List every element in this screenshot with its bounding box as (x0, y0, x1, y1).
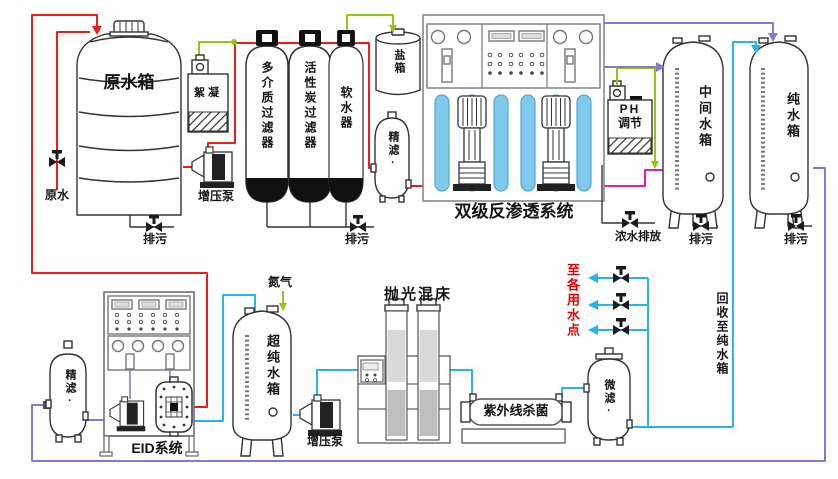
arrow-ph-to-pipe (651, 161, 659, 169)
use-point-valve-1 (613, 266, 629, 283)
label-concentrate-discharge: 浓水排放 (615, 231, 661, 243)
eid-flowmeter-icon (125, 353, 135, 370)
label-recycle-to-pure-tank: 回收至纯水箱 (715, 292, 729, 376)
arrow-nitrogen (279, 303, 287, 311)
dosing-pump-icon (195, 62, 205, 72)
pipe-mixed-bed-to-uv (450, 369, 473, 398)
arrow-into-raw-tank (92, 26, 102, 35)
label-micro-filter: 微滤· (603, 379, 615, 419)
label-to-use-points: 至各用水点 (565, 263, 580, 338)
micro-filter-vessel (583, 347, 633, 446)
arrow-use-point-2 (588, 300, 598, 310)
label-ph-line2: 调节 (617, 116, 642, 130)
label-raw-water: 原水 (44, 188, 69, 202)
intermediate-tank-vessel (662, 35, 724, 229)
salt-tank-vessel (375, 28, 421, 96)
ro-gauge-icon (430, 29, 446, 45)
pipe-ro-stage2-product (604, 22, 774, 35)
pipes-under (31, 14, 826, 462)
label-ultrapure-tank: 超纯水箱 (265, 334, 280, 398)
ro-gauge-icon (552, 29, 568, 45)
ro-indicator-lights (487, 52, 545, 75)
label-ro-system: 双级反渗透系统 (454, 202, 574, 221)
junction-dot-flocculant (231, 39, 237, 45)
eid-gauge-icon (171, 339, 185, 353)
uv-sterilizer-unit (460, 393, 572, 444)
eid-indicator-lights (114, 312, 180, 331)
concentrate-valve (622, 211, 638, 228)
label-pure-tank: 纯水箱 (785, 92, 800, 140)
mixed-bed-column-1 (384, 298, 409, 441)
pipe-pure-tank-to-fine-filter-loop (31, 167, 826, 462)
pipe-pump-to-filter (207, 42, 252, 151)
flocculant-dosing-unit (187, 54, 229, 133)
booster-pump-1-icon (191, 146, 235, 189)
pipe-salt-tank (346, 14, 394, 30)
booster-pump-2-icon (299, 394, 343, 437)
arrow-into-pure-tank (768, 33, 778, 42)
label-softener: 软水器 (339, 86, 353, 131)
raw-tank-drain-valve (146, 215, 162, 232)
label-fine-filter-2: 精滤· (64, 369, 76, 409)
ultrapure-tank-vessel (232, 305, 292, 457)
label-booster-pump-2: 增压泵 (306, 434, 343, 448)
eid-gauge-icon (151, 339, 165, 353)
label-multi-media-filter: 多介质过滤器 (260, 61, 274, 151)
label-ph-line1: PH (619, 102, 641, 116)
label-raw-water-tank: 原水箱 (103, 73, 155, 92)
ro-flowmeter-icon (564, 48, 576, 83)
pipe-concentrate-discharge (601, 165, 622, 224)
label-uv-sterilizer: 紫外线杀菌 (483, 403, 549, 418)
polishing-mixed-bed-unit (357, 298, 451, 444)
pipe-eid-recycle-to-raw-tank (31, 14, 208, 408)
fine-filter-1-vessel (370, 111, 412, 203)
label-drain-3: 排污 (688, 232, 713, 246)
label-drain-2: 排污 (344, 232, 369, 246)
pipe-raw-water-inlet (56, 31, 90, 190)
use-point-valve-2 (613, 293, 629, 310)
label-booster-pump-1: 增压泵 (197, 189, 234, 203)
raw-water-tank (76, 20, 182, 216)
label-intermediate-tank: 中间水箱 (697, 85, 712, 149)
eid-flowmeter-icon (165, 353, 175, 370)
arrow-into-intermediate-tank (656, 62, 665, 72)
label-polishing-mixed-bed: 抛光混床 (383, 286, 452, 303)
label-nitrogen: 氮气 (267, 275, 292, 289)
eid-gauge-icon (131, 339, 145, 353)
edi-stack (155, 376, 193, 437)
arrow-use-point-3 (588, 325, 598, 335)
flow-arrows (92, 25, 778, 335)
pipe-pump-to-mixed-bed (316, 369, 360, 399)
fine-filter-2-vessel (45, 340, 89, 443)
arrow-into-salt-tank (389, 25, 397, 33)
pure-water-tank-vessel (749, 35, 809, 229)
bed-display-icon (362, 362, 379, 371)
label-fine-filter-1: 精滤· (387, 131, 399, 171)
label-eid-system: EID系统 (131, 440, 183, 456)
ph-dosing-unit (607, 80, 653, 155)
label-drain-4: 排污 (783, 232, 808, 246)
mixed-bed-column-2 (416, 298, 441, 441)
arrow-use-point-1 (588, 273, 598, 283)
label-flocculant: 絮凝 (194, 87, 222, 99)
ro-gauge-icon (578, 29, 594, 45)
use-point-valve-3 (613, 318, 629, 335)
pipe-recycle-riser (732, 41, 757, 427)
arrow-recycle-into-pure-tank (751, 45, 761, 54)
filter-drain-valve (350, 215, 366, 232)
dosing-pump-icon (612, 88, 622, 98)
pipe-eid-to-ultrapure-tank (185, 294, 256, 422)
pipe-ro-to-intermediate-tank (604, 169, 664, 187)
ro-gauge-icon (456, 29, 472, 45)
pipe-uv-to-micro-filter (561, 387, 587, 397)
label-salt-tank: 盐箱 (393, 49, 405, 75)
ro-flowmeter-icon (441, 48, 453, 83)
label-drain-1: 排污 (142, 232, 167, 246)
ro-system-unit (422, 14, 605, 202)
eid-gauge-icon (111, 339, 125, 353)
label-carbon-filter: 活性炭过滤器 (303, 61, 317, 151)
